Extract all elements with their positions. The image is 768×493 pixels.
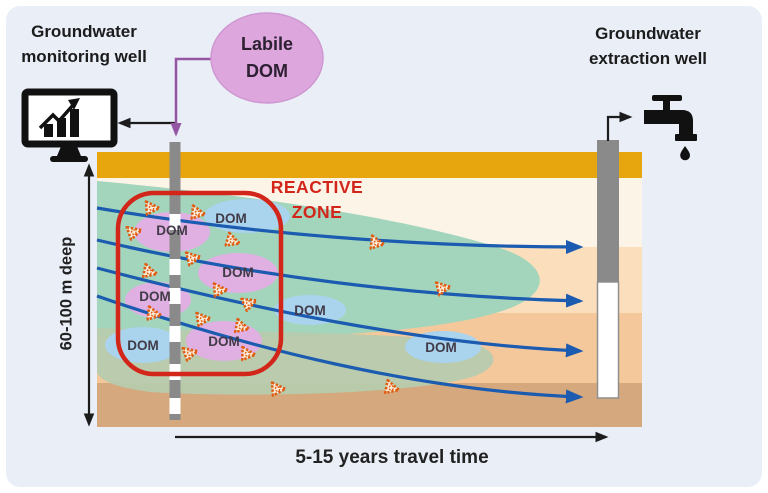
microbe-icon <box>240 297 258 313</box>
labile-dom-ellipse <box>210 12 324 104</box>
microbe-icon <box>125 225 143 241</box>
depth-label: 60-100 m deep <box>57 236 76 351</box>
dom-blob-blue <box>274 295 346 325</box>
extraction-well-title: Groundwater extraction well <box>568 21 728 71</box>
microbe-icon <box>270 381 287 397</box>
labile-dom-label-line1: Labile <box>240 34 293 54</box>
monitoring-well-title-line1: Groundwater <box>31 22 137 41</box>
microbe-icon <box>190 204 207 220</box>
monitor-chart-icon <box>20 88 118 164</box>
reactive-zone-label-line2: ZONE <box>291 202 343 222</box>
annotation-arrows <box>83 57 633 443</box>
flow-arrow-3 <box>96 266 584 358</box>
dom-blob-label: DOM <box>156 223 188 238</box>
microbe-icon <box>224 231 242 247</box>
dom-blob-label: DOM <box>222 265 254 280</box>
extraction-well-title-line1: Groundwater <box>595 24 701 43</box>
dom-blob-pink <box>198 253 278 293</box>
microbe-icon <box>146 305 163 321</box>
dom-blob-label: DOM <box>294 303 326 318</box>
dom-blob-blue <box>204 199 290 233</box>
dom-blob-label: DOM <box>127 338 159 353</box>
extraction-well <box>596 140 620 399</box>
reactive-zone-outline <box>115 190 284 377</box>
flow-arrow-2 <box>96 238 584 308</box>
water-drop-icon <box>680 146 690 161</box>
microbe-icon <box>141 262 159 279</box>
extraction-well-title-line2: extraction well <box>588 49 708 68</box>
microbe-icon <box>383 378 401 395</box>
flow-arrow-4 <box>96 294 584 404</box>
labile-dom-connector <box>170 57 211 137</box>
microbe-icon <box>369 234 386 250</box>
dom-blob-blue <box>405 331 481 363</box>
microbe-icon <box>233 317 251 334</box>
dom-blob-label: DOM <box>208 334 240 349</box>
monitoring-well <box>169 142 181 420</box>
monitoring-well-title-line2: monitoring well <box>21 47 147 66</box>
faucet-icon <box>638 92 708 162</box>
microbe-icon <box>241 345 257 362</box>
subsurface-layers <box>97 152 642 427</box>
microbe-icon <box>195 311 212 328</box>
reactive-zone-label-line1: REACTIVE <box>270 177 364 197</box>
microbe-icon <box>144 200 161 216</box>
extraction-connector-arrow <box>606 111 633 141</box>
reactive-zone-label: REACTIVE ZONE <box>258 175 376 225</box>
labile-dom-label: Labile DOM <box>211 31 323 85</box>
topsoil-layer <box>97 152 642 178</box>
microbe-icon <box>212 282 229 298</box>
dom-blob-label: DOM <box>215 211 247 226</box>
microbes <box>125 200 452 397</box>
dom-blob-label: DOM <box>139 289 171 304</box>
labile-dom-label-line2: DOM <box>246 61 288 81</box>
flow-arrows <box>96 206 584 404</box>
microbe-icon <box>434 281 452 297</box>
flow-arrow-1 <box>96 206 584 255</box>
travel-time-label: 5-15 years travel time <box>295 447 489 468</box>
microbe-icon <box>181 346 199 362</box>
monitoring-well-title: Groundwater monitoring well <box>4 19 164 69</box>
microbe-icon <box>184 251 202 267</box>
dom-blob-label: DOM <box>425 340 457 355</box>
